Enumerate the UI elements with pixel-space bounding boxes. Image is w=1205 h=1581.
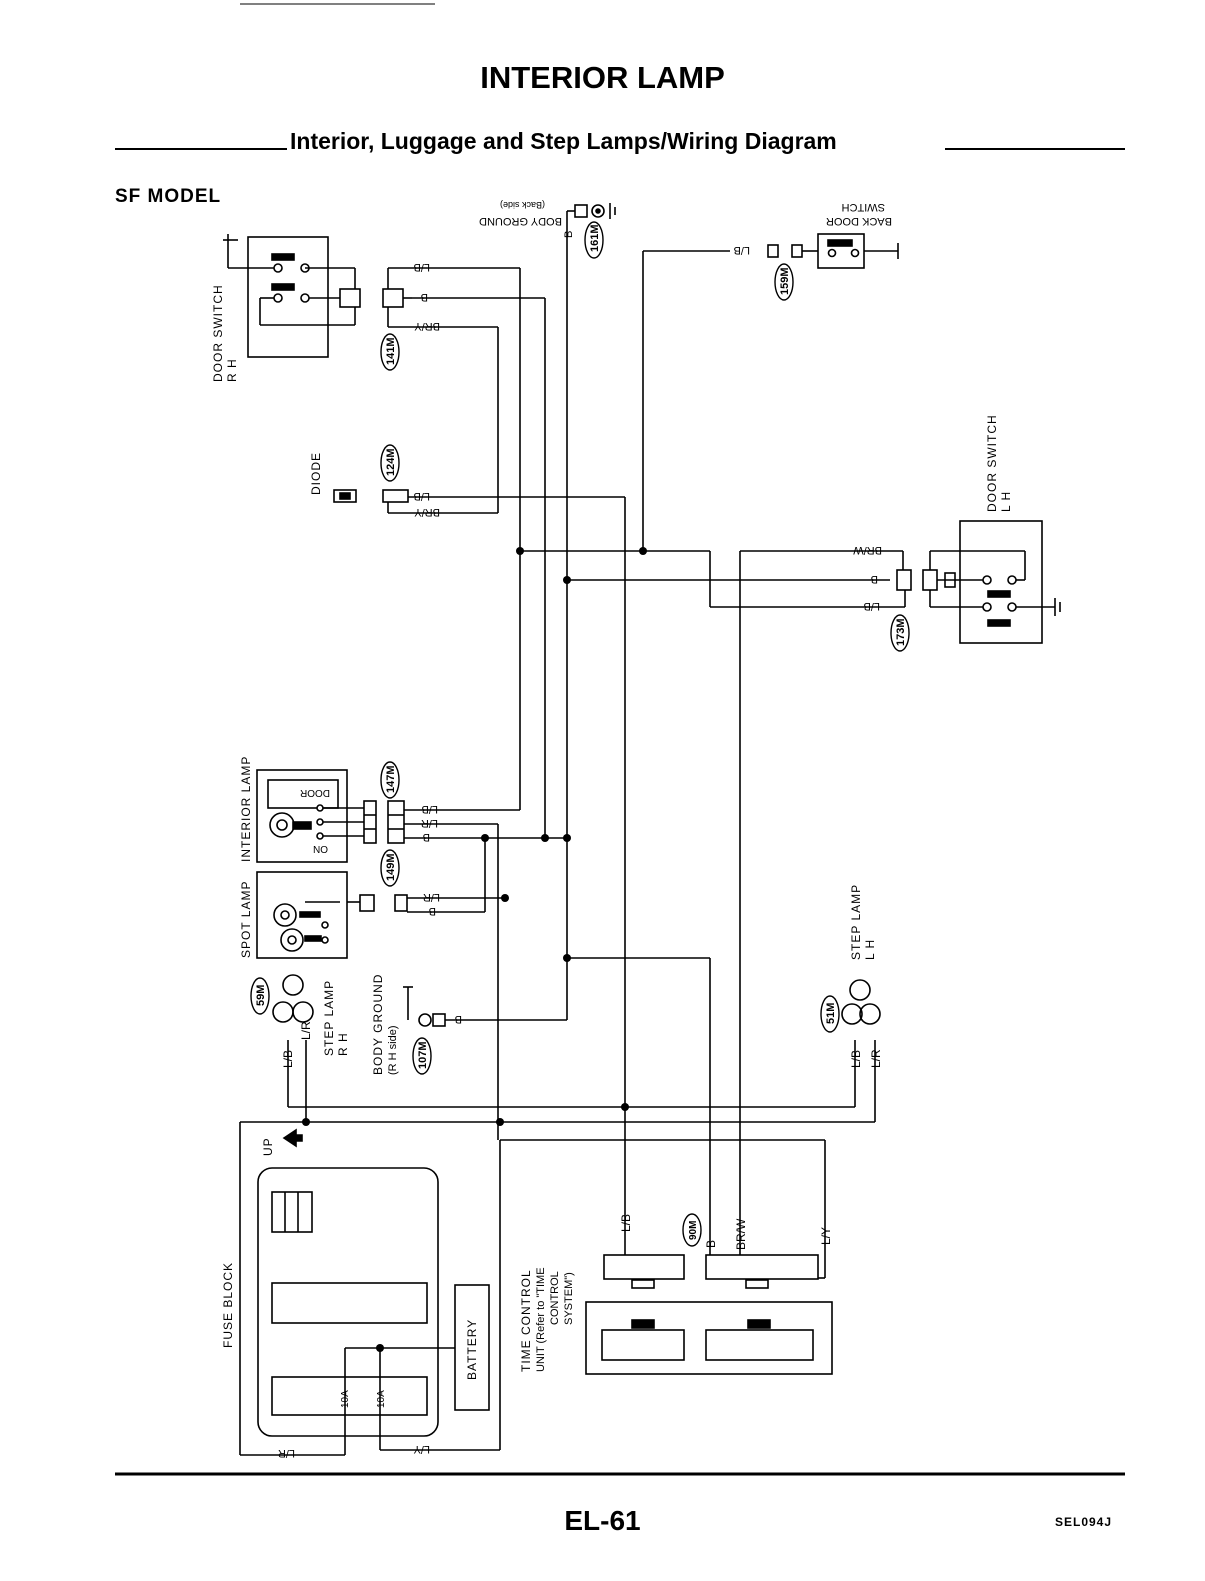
spot-lamp-label: SPOT LAMP — [239, 881, 253, 958]
wire-label-lr-lh: L/R — [869, 1049, 883, 1068]
wire-label-ly: L/Y — [413, 1443, 430, 1455]
wire-label-b: B — [455, 1013, 462, 1025]
up-label: UP — [261, 1137, 275, 1156]
connector-149m-label: 149M — [385, 853, 397, 881]
wire-label-bry: BR/Y — [414, 320, 440, 332]
door-switch-rh-side: R H — [225, 358, 239, 382]
interior-lamp-on-label: ON — [313, 843, 328, 854]
body-ground-back-line2: (Back side) — [500, 200, 545, 210]
wire-label-lb: L/B — [733, 244, 750, 256]
body-ground-rh-side — [403, 986, 567, 1027]
wire-label-b-tcu: B — [704, 1240, 718, 1248]
diode-label: DIODE — [309, 452, 323, 495]
door-switch-lh-side: L H — [999, 491, 1013, 512]
interior-lamp — [256, 769, 405, 863]
spot-lamp — [256, 871, 408, 959]
connector-147m-label: 147M — [385, 765, 397, 793]
wire-label-lr: L/R — [423, 891, 440, 903]
connector-173m-label: 173M — [895, 618, 907, 646]
fuse-10a-right: 10A — [376, 1390, 387, 1408]
wire-label-lb: L/B — [413, 261, 430, 273]
connector-159m-label: 159M — [779, 267, 791, 295]
time-control-line1: TIME CONTROL — [519, 1269, 533, 1372]
step-lamp-lh-label: STEP LAMP — [849, 884, 863, 960]
door-switch-lh — [709, 520, 1061, 1212]
door-switch-rh-label: DOOR SWITCH — [211, 284, 225, 382]
connector-141m-label: 141M — [385, 337, 397, 365]
page-title: INTERIOR LAMP — [480, 60, 725, 95]
wire-label-lr: L/R — [278, 1447, 295, 1459]
wire-label-brw: BR/W — [853, 544, 882, 556]
body-ground-back-line1: BODY GROUND — [479, 215, 562, 227]
connector-161m-label: 161M — [589, 224, 601, 252]
fuse-block-label: FUSE BLOCK — [221, 1262, 235, 1348]
wire-label-lb-rh: L/B — [281, 1050, 295, 1068]
wire-label-lb-tcu: L/B — [619, 1214, 633, 1232]
junction-dots — [302, 547, 647, 1352]
wire-label-brw-tcu: BR/W — [734, 1218, 748, 1250]
step-lamp-rh-label: STEP LAMP — [322, 980, 336, 1056]
diagram-subtitle: Interior, Luggage and Step Lamps/Wiring … — [290, 128, 837, 154]
door-switch-rh — [223, 234, 412, 358]
connector-51m-label: 51M — [825, 1003, 837, 1024]
back-door-switch-line1: BACK DOOR — [826, 215, 892, 227]
wire-label-lb: L/B — [421, 803, 438, 815]
wire-label-lb-lh: L/B — [849, 1050, 863, 1068]
wire-label-lr-rh: L/R — [299, 1021, 313, 1040]
body-ground-rh-side: (R H side) — [387, 1025, 399, 1075]
wire-label-b-vertical: B — [563, 231, 575, 238]
model-label: SF MODEL — [115, 186, 222, 207]
connector-124m-label: 124M — [385, 448, 397, 476]
step-lamp-rh-side: R H — [336, 1032, 350, 1056]
door-switch-lh-label: DOOR SWITCH — [985, 414, 999, 512]
wire-label-b: B — [421, 291, 428, 303]
wire-label-b: B — [423, 831, 430, 843]
wire-label-b: B — [871, 573, 878, 585]
back-door-switch-line2: SWITCH — [842, 201, 885, 213]
step-lamp-lh — [841, 979, 881, 1122]
figure-reference: SEL094J — [1055, 1515, 1113, 1529]
wire-label-lr: L/R — [421, 817, 438, 829]
connector-90m-label: 90M — [688, 1221, 699, 1240]
wire-label-b: B — [429, 905, 436, 917]
body-ground-back — [566, 203, 616, 232]
connector-59m-label: 59M — [255, 985, 267, 1006]
time-control-unit — [585, 1212, 833, 1375]
diode-symbol — [333, 489, 498, 514]
time-control-line3: CONTROL — [549, 1271, 561, 1325]
wire-label-lb: L/B — [863, 600, 880, 612]
time-control-line4: SYSTEM") — [563, 1272, 575, 1325]
battery-label: BATTERY — [465, 1319, 479, 1380]
fuse-10a-left: 10A — [340, 1390, 351, 1408]
back-door-switch — [642, 233, 899, 551]
interior-lamp-door-label: DOOR — [300, 787, 330, 798]
fuse-block — [239, 1122, 500, 1456]
time-control-line2: UNIT (Refer to "TIME — [535, 1267, 547, 1372]
body-ground-rh-label: BODY GROUND — [371, 974, 385, 1075]
step-lamp-lh-side: L H — [863, 939, 877, 960]
step-lamp-rh — [272, 974, 314, 1122]
wire-label-ly-tcu: L/Y — [819, 1227, 833, 1245]
page-number: EL-61 — [564, 1505, 641, 1536]
wire-label-lb: L/B — [413, 490, 430, 502]
wire-label-bry: BR/Y — [414, 506, 440, 518]
connector-107m-label: 107M — [417, 1041, 429, 1069]
interior-lamp-label: INTERIOR LAMP — [239, 756, 253, 862]
